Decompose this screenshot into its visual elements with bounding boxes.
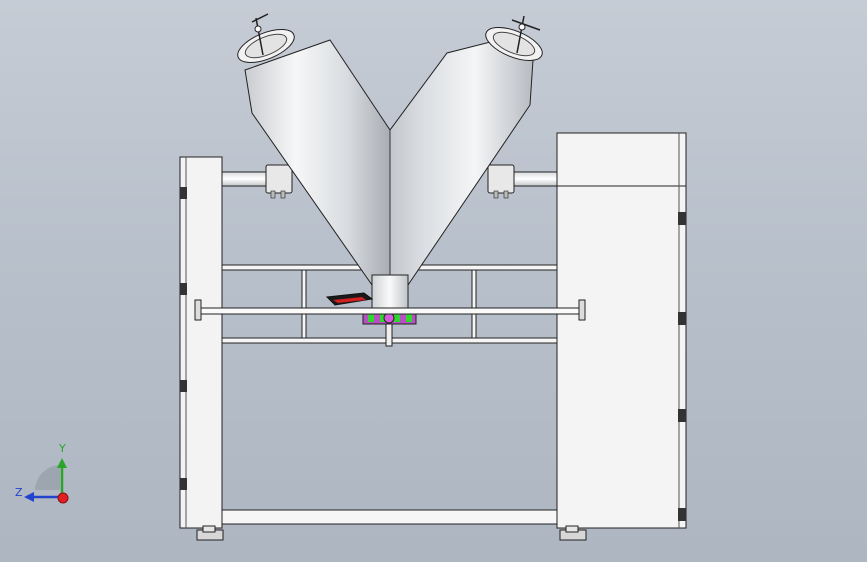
left-hinge-icon <box>180 187 187 490</box>
valve-handle-icon <box>325 292 374 306</box>
z-axis-label: Z <box>15 486 23 499</box>
right-frame-cabinet <box>556 132 687 541</box>
drive-shaft <box>221 164 558 199</box>
right-inlet-cap <box>485 15 543 61</box>
right-hinge-icon <box>678 212 686 521</box>
v-hopper <box>237 13 543 286</box>
left-inlet-cap <box>237 13 295 63</box>
front-crossbar <box>194 299 586 321</box>
coordinate-triad <box>24 458 69 504</box>
bolt-icon <box>270 190 509 199</box>
y-axis-label: Y <box>59 442 66 455</box>
left-frame-cabinet <box>179 156 224 541</box>
